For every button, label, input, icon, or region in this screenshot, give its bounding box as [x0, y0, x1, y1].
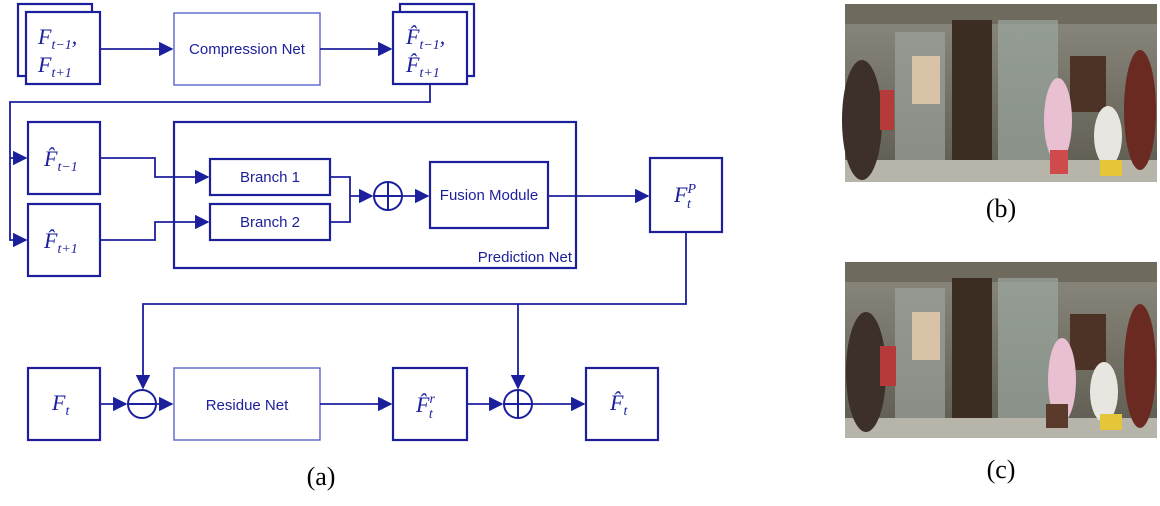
reconstructed-frame-box: F̂t [584, 366, 660, 442]
decoded-frame-next-box: F̂t+1 [26, 202, 102, 278]
residue-net-block: Residue Net [173, 367, 321, 441]
add-operator-icon [503, 389, 533, 419]
photo-c [845, 262, 1157, 438]
subtract-operator-icon [127, 389, 157, 419]
wire-branch2-out [330, 196, 351, 223]
sum-operator-icon [373, 181, 403, 211]
fusion-module-label: Fusion Module [440, 187, 538, 204]
svg-text:F̂rt: F̂rt [415, 392, 435, 422]
wire-compressed-to-left-lower [9, 158, 28, 248]
branch2-label: Branch 2 [240, 214, 300, 231]
wire-prediction-down [135, 232, 687, 390]
caption-a: (a) [307, 462, 336, 491]
wire-compressed-to-left [9, 84, 431, 166]
svg-text:FPt: FPt [673, 182, 696, 212]
input-frames-stack: Ft−1, Ft+1 [16, 2, 102, 86]
residue-net-label: Residue Net [206, 397, 289, 414]
compressed-frames-stack: F̂t−1, F̂t+1 [391, 2, 476, 86]
prediction-net-label: Prediction Net [478, 249, 573, 266]
caption-c: (c) [987, 455, 1016, 484]
original-frame-box: Ft [26, 366, 102, 442]
decoded-frame-prev-box: F̂t−1 [26, 120, 102, 196]
compression-net-block: Compression Net [173, 12, 321, 86]
photo-b [842, 4, 1157, 182]
wire-prev-to-branch1 [100, 157, 210, 185]
wire-branch1-out [330, 176, 351, 196]
wire-next-to-branch2 [100, 214, 210, 241]
compression-net-label: Compression Net [189, 41, 306, 58]
fusion-module-block: Fusion Module [428, 160, 550, 230]
branch2-block: Branch 2 [208, 202, 332, 242]
branch1-label: Branch 1 [240, 169, 300, 186]
caption-b: (b) [986, 194, 1016, 223]
branch1-block: Branch 1 [208, 157, 332, 197]
